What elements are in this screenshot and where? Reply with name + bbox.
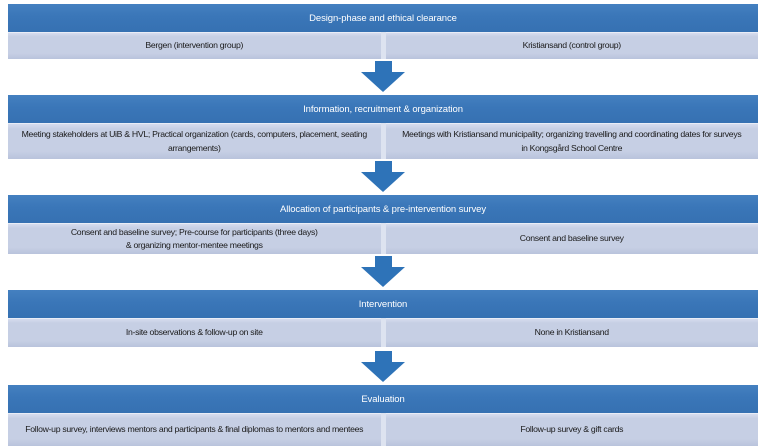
phase-header: Information, recruitment & organization: [8, 95, 758, 123]
kristiansand-cell: Meetings with Kristiansand municipality;…: [385, 123, 758, 159]
phase-header: Design-phase and ethical clearance: [8, 4, 758, 32]
phase-cells: Consent and baseline survey; Pre-course …: [8, 223, 758, 254]
kristiansand-cell: None in Kristiansand: [385, 318, 758, 347]
bergen-cell: Consent and baseline survey; Pre-course …: [8, 223, 381, 254]
bergen-cell: Follow-up survey, interviews mentors and…: [8, 413, 381, 446]
kristiansand-cell: Kristiansand (control group): [385, 32, 758, 59]
down-arrow-stem: [374, 351, 392, 362]
down-arrow-stem: [374, 61, 392, 72]
down-arrow-stem: [374, 256, 392, 267]
phase-header: Intervention: [8, 290, 758, 318]
bergen-cell: Bergen (intervention group): [8, 32, 381, 59]
down-arrow-icon: [8, 159, 758, 195]
down-arrow-stem: [374, 161, 392, 172]
phase-intervention: Intervention In-site observations & foll…: [8, 290, 758, 347]
phase-cells: Follow-up survey, interviews mentors and…: [8, 413, 758, 446]
down-arrow-head: [361, 267, 405, 287]
down-arrow-head: [361, 362, 405, 382]
kristiansand-cell: Follow-up survey & gift cards: [385, 413, 758, 446]
phase-allocation: Allocation of participants & pre-interve…: [8, 195, 758, 254]
down-arrow-icon: [8, 59, 758, 95]
down-arrow-icon: [8, 347, 758, 385]
phase-cells: Meeting stakeholders at UiB & HVL; Pract…: [8, 123, 758, 159]
phase-header: Allocation of participants & pre-interve…: [8, 195, 758, 223]
phase-cells: Bergen (intervention group) Kristiansand…: [8, 32, 758, 59]
bergen-cell: In-site observations & follow-up on site: [8, 318, 381, 347]
down-arrow-icon: [8, 254, 758, 290]
phase-information: Information, recruitment & organization …: [8, 95, 758, 159]
bergen-cell: Meeting stakeholders at UiB & HVL; Pract…: [8, 123, 381, 159]
phase-cells: In-site observations & follow-up on site…: [8, 318, 758, 347]
phase-design: Design-phase and ethical clearance Berge…: [8, 4, 758, 59]
phase-evaluation: Evaluation Follow-up survey, interviews …: [8, 385, 758, 446]
down-arrow-head: [361, 172, 405, 192]
down-arrow-head: [361, 72, 405, 92]
kristiansand-cell: Consent and baseline survey: [385, 223, 758, 254]
phase-header: Evaluation: [8, 385, 758, 413]
